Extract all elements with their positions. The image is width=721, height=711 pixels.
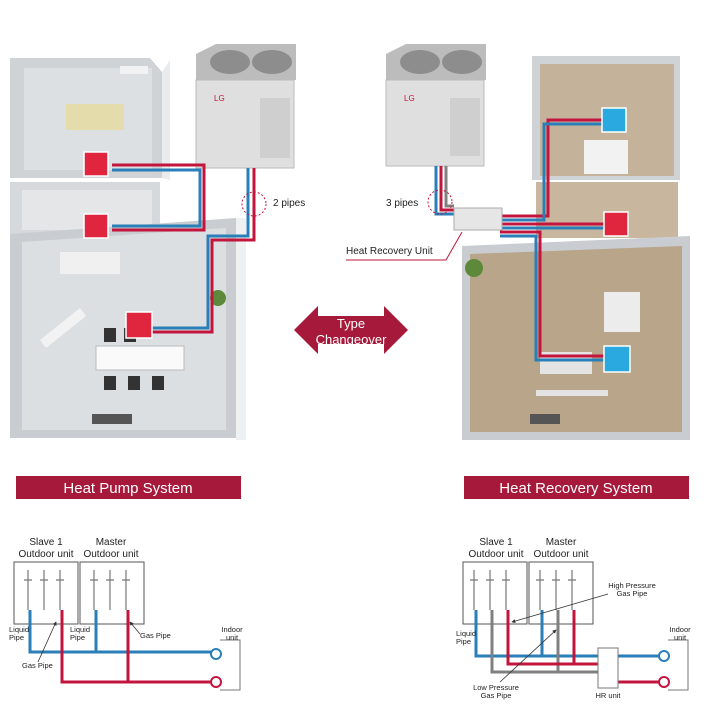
- cooling-unit-icon: [601, 107, 627, 133]
- svg-text:Gas Pipe: Gas Pipe: [617, 589, 648, 598]
- svg-text:Outdoor unit: Outdoor unit: [83, 549, 138, 560]
- pipe-highlight-circle: [427, 189, 453, 215]
- svg-text:Liquid: Liquid: [70, 625, 90, 634]
- svg-text:Indoor: Indoor: [221, 625, 243, 634]
- hr-unit-box: [597, 647, 619, 689]
- svg-text:Pipe: Pipe: [70, 633, 85, 642]
- svg-text:Slave 1: Slave 1: [29, 537, 63, 548]
- svg-text:Gas Pipe: Gas Pipe: [481, 691, 512, 700]
- svg-text:Liquid: Liquid: [9, 625, 29, 634]
- svg-text:Low Pressure: Low Pressure: [473, 683, 519, 692]
- heat-pump-schematic: Slave 1 Outdoor unit Master Outdoor unit…: [9, 537, 243, 691]
- svg-text:HR unit: HR unit: [595, 691, 621, 700]
- svg-text:Pipe: Pipe: [456, 637, 471, 646]
- heat-recovery-floorplan: [462, 56, 690, 440]
- heat-pump-piping: [112, 163, 256, 334]
- svg-text:Slave 1: Slave 1: [479, 537, 513, 548]
- svg-text:unit: unit: [226, 633, 239, 642]
- dining-table-icon: [604, 292, 640, 332]
- slave-outdoor-unit-box: [462, 561, 528, 625]
- indoor-unit-icon: [210, 676, 222, 688]
- indoor-heating-units-left: [83, 151, 153, 339]
- slave-outdoor-unit-box: [13, 561, 79, 625]
- svg-text:Liquid: Liquid: [456, 629, 476, 638]
- cooling-unit-icon: [603, 345, 631, 373]
- svg-text:Gas Pipe: Gas Pipe: [140, 631, 171, 640]
- heating-unit-icon: [83, 213, 109, 239]
- outdoor-unit-left: LG: [195, 44, 296, 169]
- master-outdoor-unit-box: [528, 561, 594, 625]
- heat-recovery-schematic: Slave 1 Outdoor unit Master Outdoor unit…: [456, 537, 691, 700]
- svg-text:Master: Master: [96, 537, 127, 548]
- heat-pump-banner: [16, 476, 241, 499]
- heating-unit-icon: [125, 311, 153, 339]
- heating-unit-icon: [83, 151, 109, 177]
- dining-table-icon: [95, 345, 185, 371]
- svg-text:Master: Master: [546, 537, 577, 548]
- indoor-unit-icon: [210, 648, 222, 660]
- indoor-unit-icon: [658, 650, 670, 662]
- heat-pump-banner-text: Heat Pump System: [63, 480, 192, 497]
- svg-text:Indoor: Indoor: [669, 625, 691, 634]
- svg-text:unit: unit: [674, 633, 687, 642]
- heat-pump-floorplan: [10, 58, 246, 440]
- leader-line: [346, 231, 463, 261]
- heat-recovery-unit-icon: [453, 207, 503, 231]
- outdoor-unit-right: LG: [385, 44, 486, 167]
- bed-icon: [584, 140, 628, 174]
- svg-text:High Pressure: High Pressure: [608, 581, 656, 590]
- heat-recovery-banner: [464, 476, 689, 499]
- pipe-highlight-circle: [241, 191, 267, 217]
- svg-text:Changeover: Changeover: [316, 332, 387, 347]
- indoor-units-right: [601, 107, 631, 373]
- svg-text:Outdoor unit: Outdoor unit: [468, 549, 523, 560]
- svg-text:Type: Type: [337, 316, 365, 331]
- svg-text:Gas Pipe: Gas Pipe: [22, 661, 53, 670]
- three-pipes-label: 3 pipes: [386, 198, 418, 209]
- brand-logo: LG: [214, 94, 225, 103]
- heat-recovery-piping: [434, 118, 612, 362]
- heat-recovery-unit-label: Heat Recovery Unit: [346, 246, 433, 257]
- type-changeover-arrow: Type Changeover: [294, 306, 408, 354]
- master-outdoor-unit-box: [79, 561, 145, 625]
- heating-unit-icon: [603, 211, 629, 237]
- indoor-unit-icon: [658, 676, 670, 688]
- svg-text:Outdoor unit: Outdoor unit: [533, 549, 588, 560]
- two-pipes-label: 2 pipes: [273, 198, 305, 209]
- svg-text:Outdoor unit: Outdoor unit: [18, 549, 73, 560]
- heat-recovery-banner-text: Heat Recovery System: [499, 480, 652, 497]
- svg-text:Pipe: Pipe: [9, 633, 24, 642]
- desk-icon: [66, 104, 124, 130]
- brand-logo: LG: [404, 94, 415, 103]
